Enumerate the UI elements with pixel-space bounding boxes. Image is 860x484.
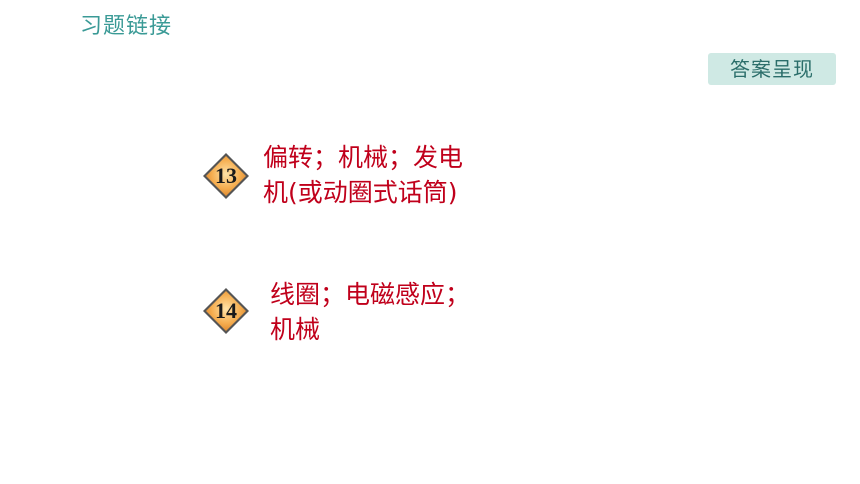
item-number: 14 <box>215 298 237 323</box>
answer-line: 机(或动圈式话筒) <box>263 178 458 207</box>
page-title: 习题链接 <box>80 14 173 39</box>
answer-line: 线圈；电磁感应； <box>270 280 471 309</box>
answer-line: 机械 <box>270 315 321 344</box>
number-badge-14: 14 <box>202 287 250 335</box>
diamond-badge-icon <box>203 153 249 199</box>
show-answers-button[interactable]: 答案呈现 <box>708 53 836 85</box>
diamond-badge-icon <box>203 288 249 334</box>
answer-line: 偏转；机械；发电 <box>263 143 464 172</box>
number-badge-13: 13 <box>202 152 250 200</box>
item-number: 13 <box>215 163 237 188</box>
